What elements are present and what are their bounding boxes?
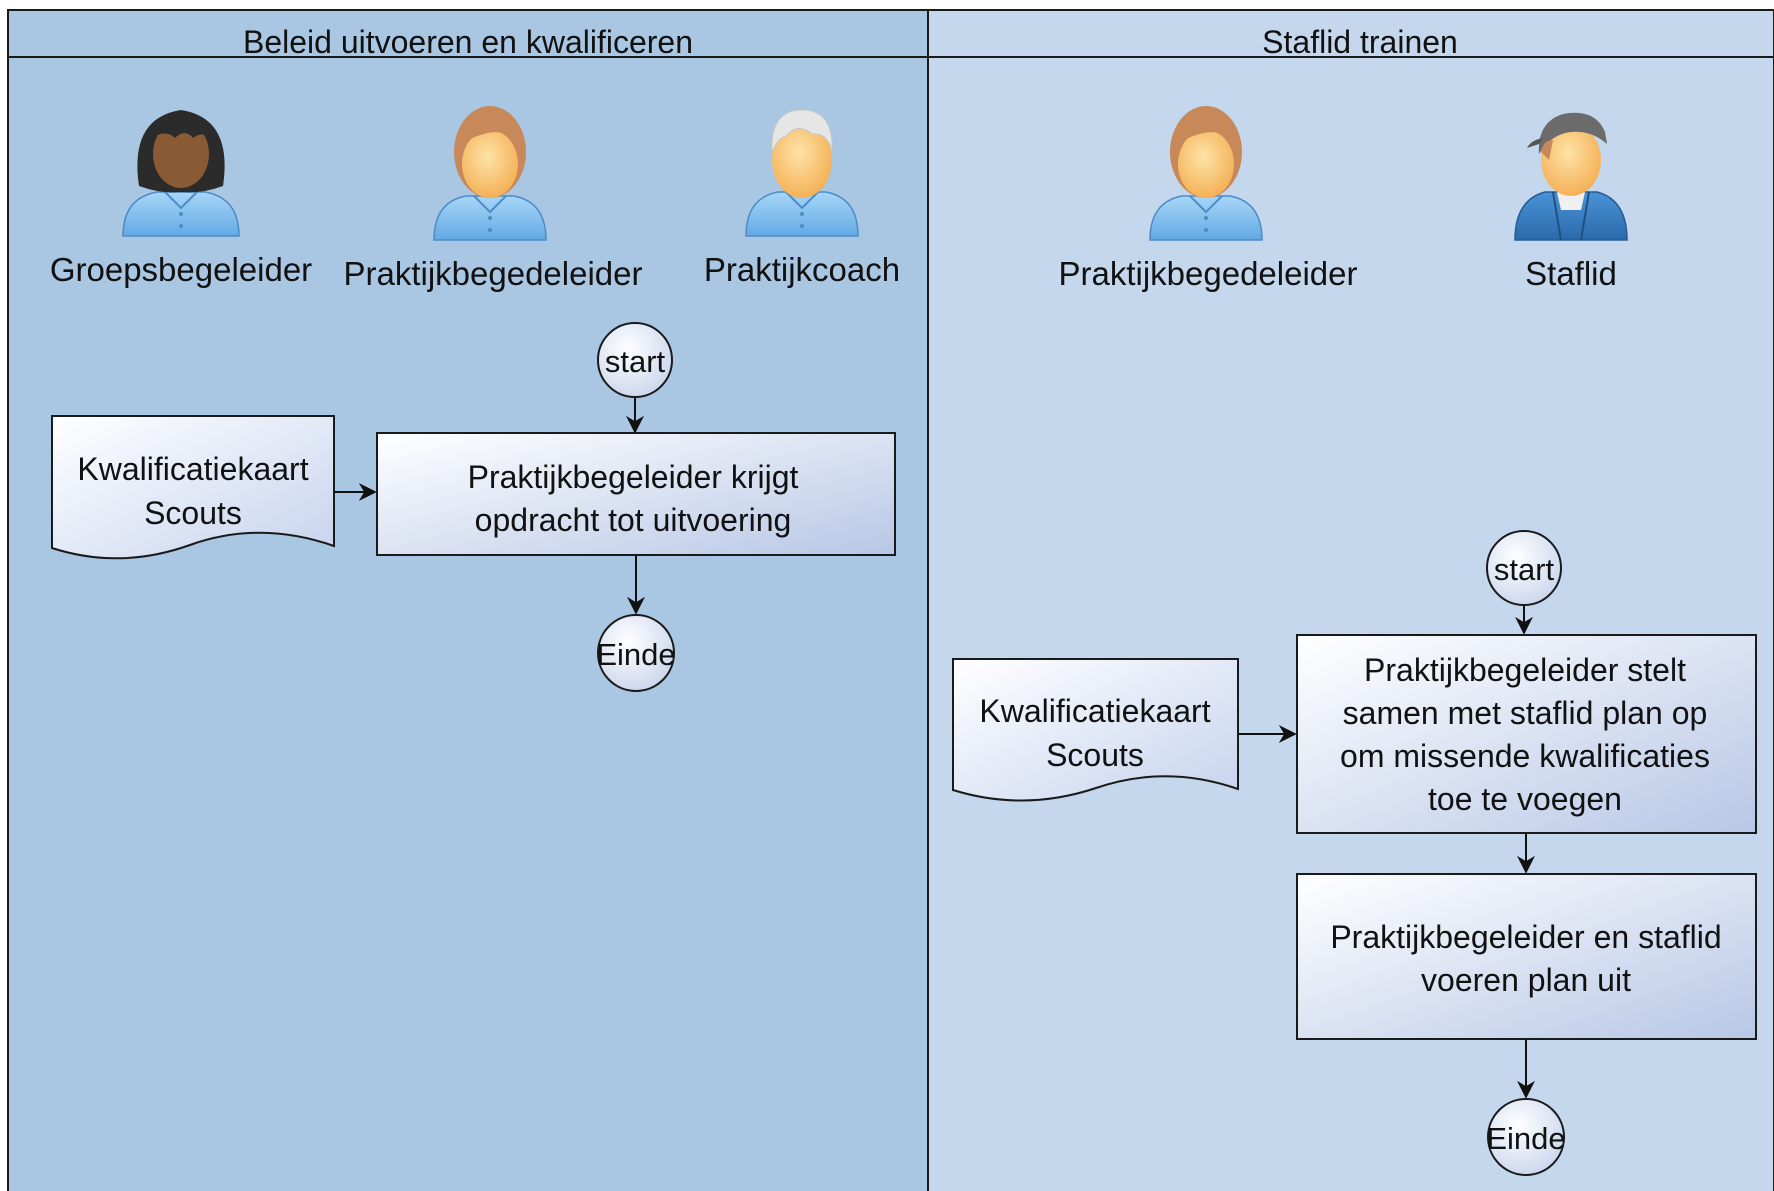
document-label-line2: Scouts: [1046, 737, 1144, 773]
female-user-icon: [122, 110, 240, 237]
senior-user-icon: [745, 109, 859, 237]
process-label-line1: Praktijkbegeleider krijgt: [468, 459, 799, 495]
document-label-line1: Kwalificatiekaart: [77, 451, 308, 487]
end-label: Einde: [1486, 1121, 1565, 1156]
process-node: Praktijkbegeleider krijgt opdracht tot u…: [376, 432, 896, 556]
process2-label-line1: Praktijkbegeleider en staflid: [1330, 919, 1721, 955]
actor-label-groepsbegeleider: Groepsbegeleider: [50, 251, 312, 288]
actor-label-praktijkcoach: Praktijkcoach: [704, 251, 900, 288]
document-label-line1: Kwalificatiekaart: [979, 693, 1210, 729]
process1-label-line1: Praktijkbegeleider stelt: [1364, 652, 1686, 688]
lane-beleid: Beleid uitvoeren en kwalificeren Groepsb…: [7, 9, 929, 1191]
user-icon: [1149, 106, 1263, 241]
document-label-line2: Scouts: [144, 495, 242, 531]
end-node: [597, 614, 675, 692]
process-label-line2: opdracht tot uitvoering: [475, 502, 792, 538]
process2-label-line2: voeren plan uit: [1421, 962, 1631, 998]
process1-label-line3: om missende kwalificaties: [1340, 738, 1710, 774]
cap-user-icon: [1514, 112, 1628, 241]
process1-label-line2: samen met staflid plan op: [1343, 695, 1708, 731]
process1-label-line4: toe te voegen: [1428, 781, 1622, 817]
document-node: Kwalificatiekaart Scouts: [952, 658, 1239, 802]
end-node: [1487, 1098, 1565, 1176]
start-label: start: [1494, 552, 1555, 587]
actor-label-praktijkbegedeleider: Praktijkbegedeleider: [343, 255, 642, 292]
start-label: start: [605, 344, 666, 379]
document-node: Kwalificatiekaart Scouts: [51, 415, 335, 560]
process-node-1: Praktijkbegeleider stelt samen met stafl…: [1296, 634, 1757, 834]
lane-title: Beleid uitvoeren en kwalificeren: [243, 24, 693, 60]
user-icon: [433, 106, 547, 241]
lane-title: Staflid trainen: [1262, 24, 1458, 60]
actor-label-staflid: Staflid: [1525, 255, 1617, 292]
lane-staflid-trainen: Staflid trainen Praktijkbegedeleider Sta…: [927, 9, 1774, 1191]
process-node-2: Praktijkbegeleider en staflid voeren pla…: [1296, 873, 1757, 1040]
end-label: Einde: [596, 637, 675, 672]
actor-label-praktijkbegedeleider: Praktijkbegedeleider: [1058, 255, 1357, 292]
